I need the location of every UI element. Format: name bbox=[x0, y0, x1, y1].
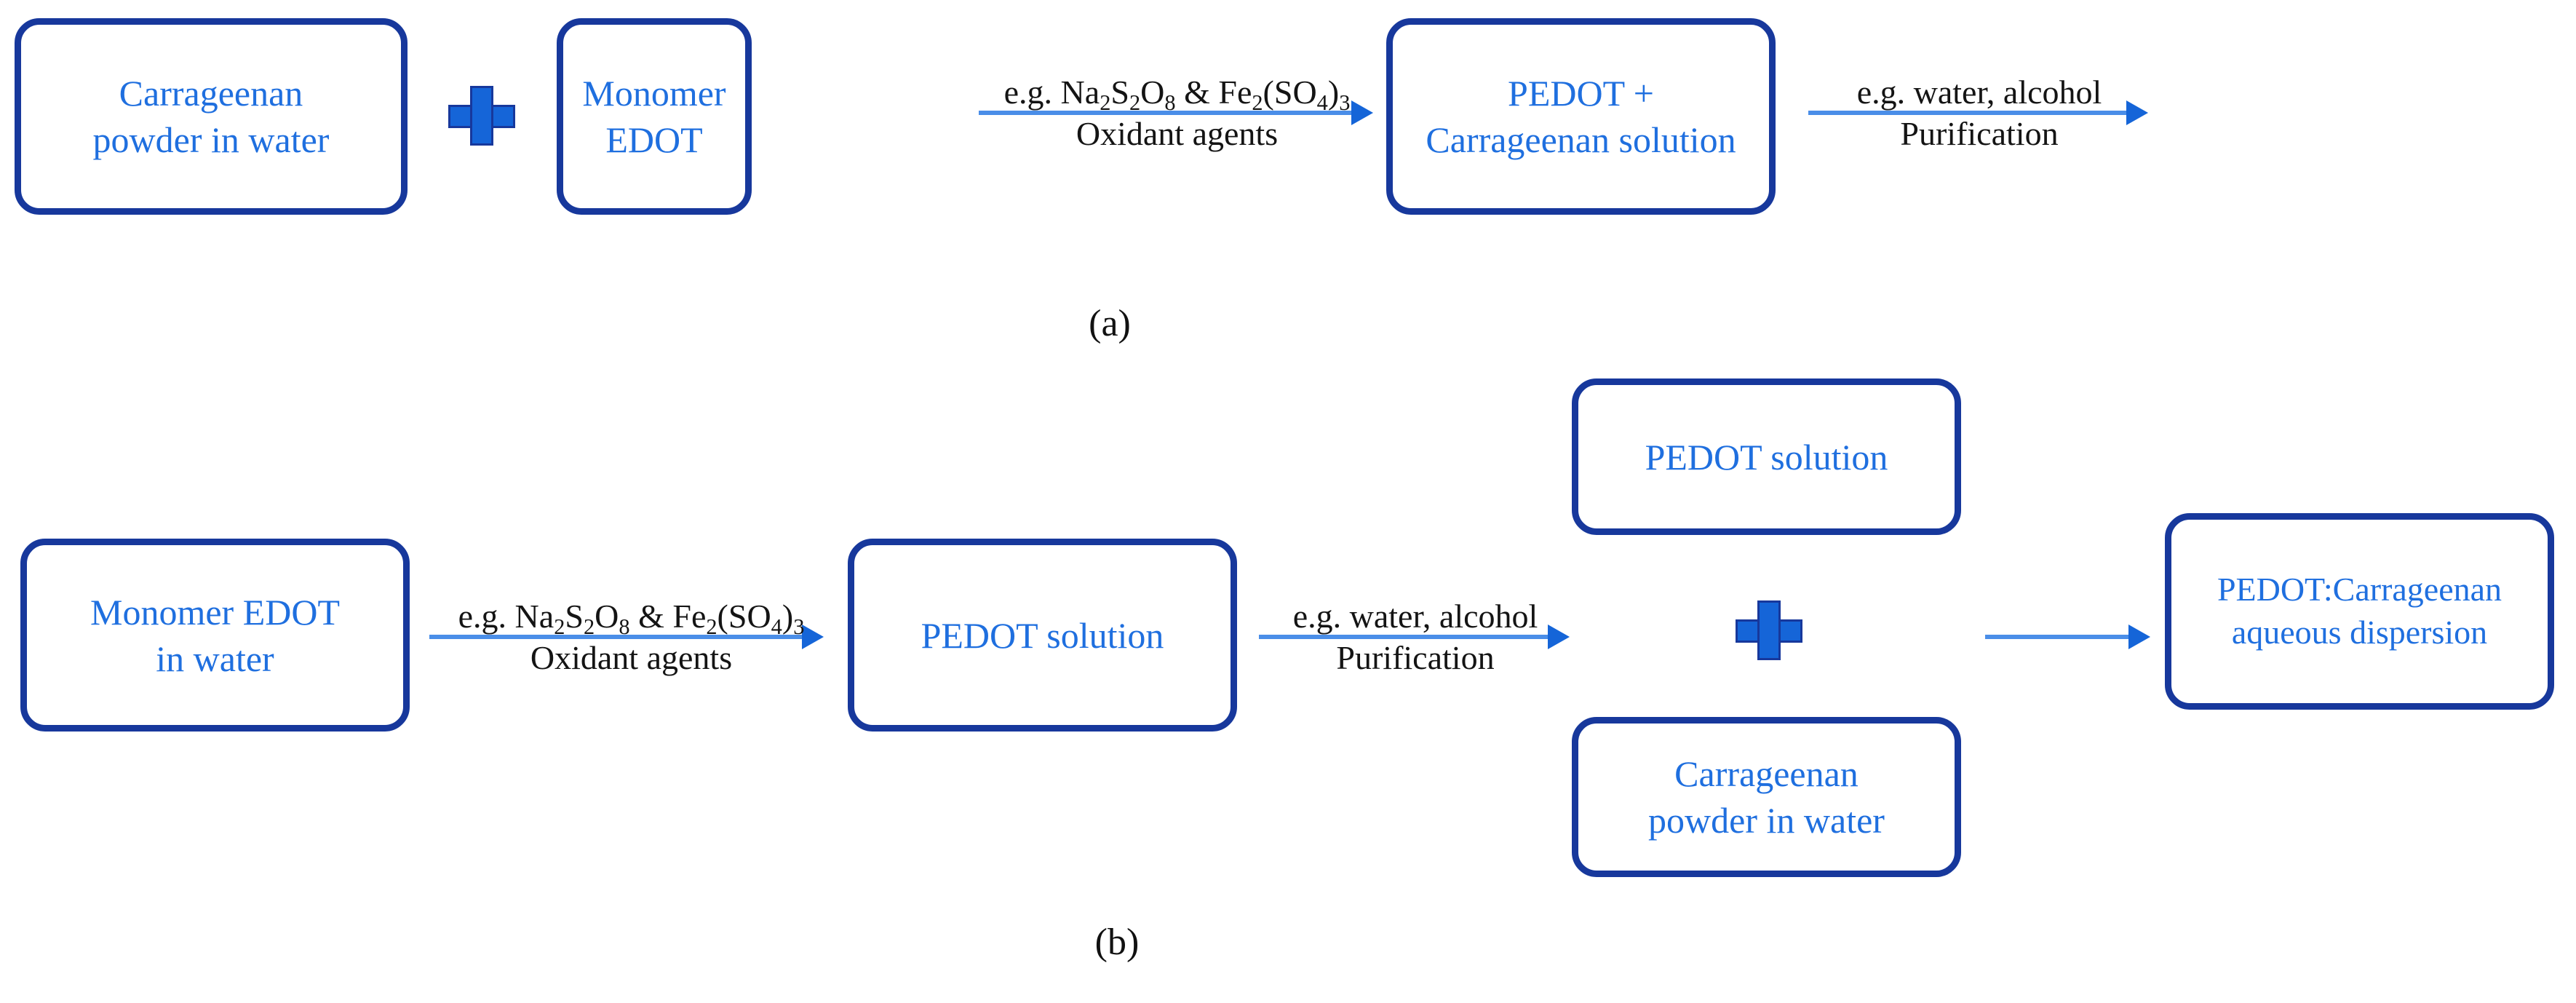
node-pedot-solution-b: PEDOT solution bbox=[848, 539, 1237, 732]
plus-sign-icon-b bbox=[1736, 600, 1802, 660]
arrow-shaft bbox=[979, 111, 1353, 115]
arrow-purification-b: e.g. water, alcohol Purification bbox=[1259, 598, 1572, 676]
arrow-head-icon bbox=[1351, 100, 1373, 125]
node-monomer-edot-a: Monomer EDOT bbox=[557, 18, 752, 215]
plus-sign-icon-a bbox=[448, 86, 515, 146]
arrow-oxidative-polymerization-b: e.g. Na2S2O8 & Fe2(SO4)3 Oxidant agents bbox=[429, 598, 833, 676]
node-pedot-carrageenan-solution-a: PEDOT + Carrageenan solution bbox=[1386, 18, 1776, 215]
node-label: PEDOT + Carrageenan solution bbox=[1426, 73, 1736, 160]
node-carrageenan-powder-in-water-a: Carrageenan powder in water bbox=[15, 18, 408, 215]
arrow-label-bottom: Purification bbox=[1900, 114, 2059, 152]
arrow-shaft bbox=[429, 635, 804, 639]
arrow-label-top: e.g. Na2S2O8 & Fe2(SO4)3 bbox=[1003, 74, 1351, 116]
arrow-head-icon bbox=[2128, 625, 2150, 649]
node-label: Monomer EDOT bbox=[582, 73, 726, 160]
node-label: Monomer EDOT in water bbox=[90, 591, 340, 679]
arrow-purification-a: e.g. water, alcohol Purification bbox=[1808, 74, 2150, 152]
node-label: PEDOT solution bbox=[1645, 436, 1888, 477]
panel-caption-b: (b) bbox=[1094, 921, 1140, 963]
arrow-shaft bbox=[1985, 635, 2131, 639]
arrow-head-icon bbox=[1548, 625, 1570, 649]
panel-caption-a: (a) bbox=[1089, 303, 1131, 344]
arrow-label-bottom: Oxidant agents bbox=[1076, 114, 1279, 152]
node-monomer-edot-in-water-b: Monomer EDOT in water bbox=[20, 539, 410, 732]
arrow-head-icon bbox=[2126, 100, 2148, 125]
node-pedot-solution-upper-b: PEDOT solution bbox=[1572, 378, 1961, 535]
arrow-label-top: e.g. water, alcohol bbox=[1856, 74, 2102, 111]
arrow-head-icon bbox=[802, 625, 824, 649]
arrow-label-bottom: Oxidant agents bbox=[530, 638, 733, 676]
arrow-shaft bbox=[1808, 111, 2128, 115]
arrow-label-bottom: Purification bbox=[1336, 638, 1495, 676]
arrow-oxidative-polymerization-a: e.g. Na2S2O8 & Fe2(SO4)3 Oxidant agents bbox=[979, 74, 1375, 152]
node-carrageenan-powder-in-water-b: Carrageenan powder in water bbox=[1572, 717, 1961, 877]
node-label: Carrageenan powder in water bbox=[1648, 753, 1885, 841]
arrow-label-top: e.g. Na2S2O8 & Fe2(SO4)3 bbox=[458, 598, 805, 640]
node-label: PEDOT solution bbox=[921, 614, 1164, 656]
arrow-shaft bbox=[1259, 635, 1550, 639]
node-label: PEDOT:Carrageenan aqueous dispersion bbox=[2217, 571, 2503, 651]
arrow-label-top: e.g. water, alcohol bbox=[1292, 598, 1538, 635]
node-pedot-carrageenan-aqueous-dispersion-b: PEDOT:Carrageenan aqueous dispersion bbox=[2165, 513, 2554, 710]
arrow-mixing-b bbox=[1985, 604, 2152, 670]
node-label: Carrageenan powder in water bbox=[92, 73, 330, 160]
